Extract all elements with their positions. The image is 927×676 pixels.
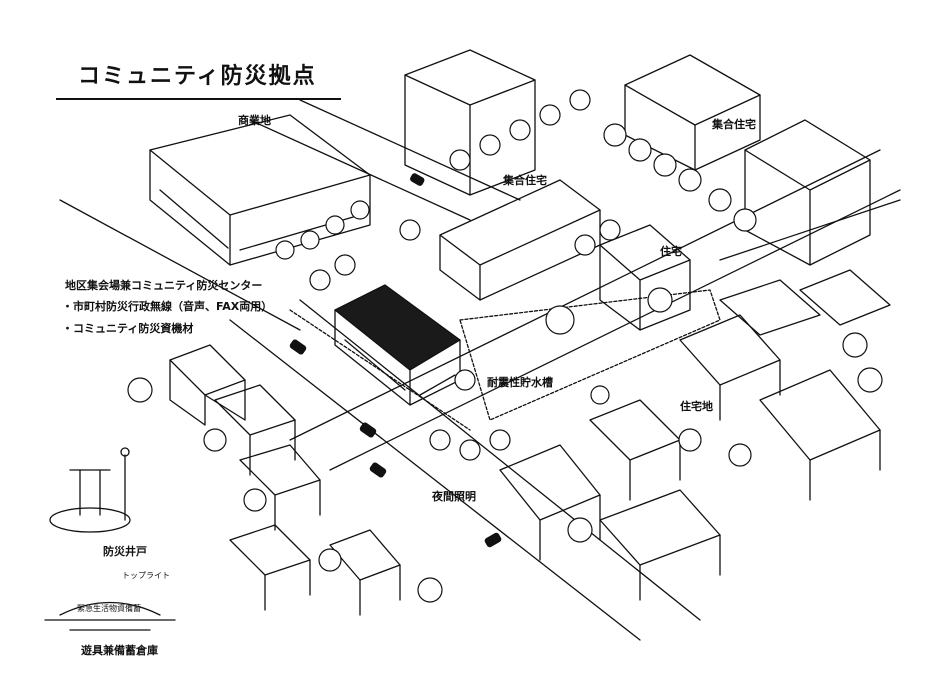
cars — [289, 173, 502, 548]
storage-sketch — [44, 601, 176, 631]
tree — [678, 428, 702, 452]
label-center-item-equipment: ・コミュニティ防災資機材 — [62, 322, 194, 335]
tree — [708, 188, 732, 212]
road-cross-a — [329, 189, 901, 471]
tree — [479, 134, 501, 156]
label-center-title: 地区集会場兼コミュニティ防災センター — [65, 279, 263, 292]
tree — [647, 287, 673, 313]
tree — [429, 429, 451, 451]
tree — [300, 230, 320, 250]
label-disaster-well: 防災井戸 — [103, 545, 147, 558]
tree — [590, 385, 610, 405]
car — [410, 173, 425, 186]
page-title: コミュニティ防災拠点 — [78, 64, 317, 89]
tree — [509, 119, 531, 141]
trees — [127, 89, 883, 603]
road-left — [59, 199, 301, 331]
tree — [325, 215, 345, 235]
tree — [309, 269, 331, 291]
title-underline — [56, 98, 341, 100]
tree — [350, 200, 370, 220]
tree — [653, 153, 677, 177]
tree — [203, 428, 227, 452]
park-fence — [459, 289, 721, 421]
tree — [417, 577, 443, 603]
tree — [842, 332, 868, 358]
houses-lower-left — [169, 344, 401, 616]
tree — [127, 377, 153, 403]
tree — [599, 219, 621, 241]
tree — [399, 219, 421, 241]
label-collective-housing-center: 集合住宅 — [503, 174, 547, 187]
road-upper-a — [249, 119, 471, 221]
tree — [275, 240, 295, 260]
car — [484, 532, 502, 548]
tree — [857, 367, 883, 393]
tree — [545, 305, 575, 335]
tree — [603, 123, 627, 147]
commercial-building — [149, 114, 371, 266]
label-housing: 住宅 — [660, 245, 682, 258]
well-sketch — [49, 447, 131, 533]
tree — [243, 488, 267, 512]
car — [289, 339, 307, 355]
road-cross-b — [289, 149, 881, 441]
tree — [628, 138, 652, 162]
label-center-item-radio: ・市町村防災行政無線（音声、FAX両用） — [62, 300, 273, 313]
tree — [574, 234, 596, 256]
house-near-park — [599, 224, 691, 331]
tree — [454, 369, 476, 391]
tree — [733, 208, 757, 232]
tower-building — [404, 49, 536, 196]
tree — [569, 89, 591, 111]
label-storage-sign: 緊急生活物資備蓄 — [77, 604, 141, 613]
road-main-diagonal-b — [299, 299, 701, 621]
community-center — [334, 284, 461, 406]
tree — [539, 104, 561, 126]
tree — [334, 254, 356, 276]
tree — [728, 443, 752, 467]
tree — [678, 168, 702, 192]
collective-housing-right — [624, 54, 871, 266]
houses-lower-right — [499, 269, 891, 601]
road-main-diagonal-a — [229, 319, 641, 641]
label-top-light: トップライト — [122, 571, 170, 580]
road-upper-b — [299, 99, 521, 201]
label-water-tank: 耐震性貯水槽 — [487, 376, 553, 389]
tree — [318, 548, 342, 572]
tree — [459, 439, 481, 461]
car — [359, 422, 377, 438]
label-night-lighting: 夜間照明 — [432, 490, 476, 503]
tree — [489, 429, 511, 451]
car — [369, 462, 387, 478]
label-commercial: 商業地 — [238, 114, 271, 127]
label-storage-caption: 遊具兼備蓄倉庫 — [81, 644, 158, 657]
label-collective-housing-right: 集合住宅 — [712, 118, 756, 131]
tree — [449, 149, 471, 171]
label-residential-area: 住宅地 — [680, 400, 713, 413]
tree — [567, 517, 593, 543]
